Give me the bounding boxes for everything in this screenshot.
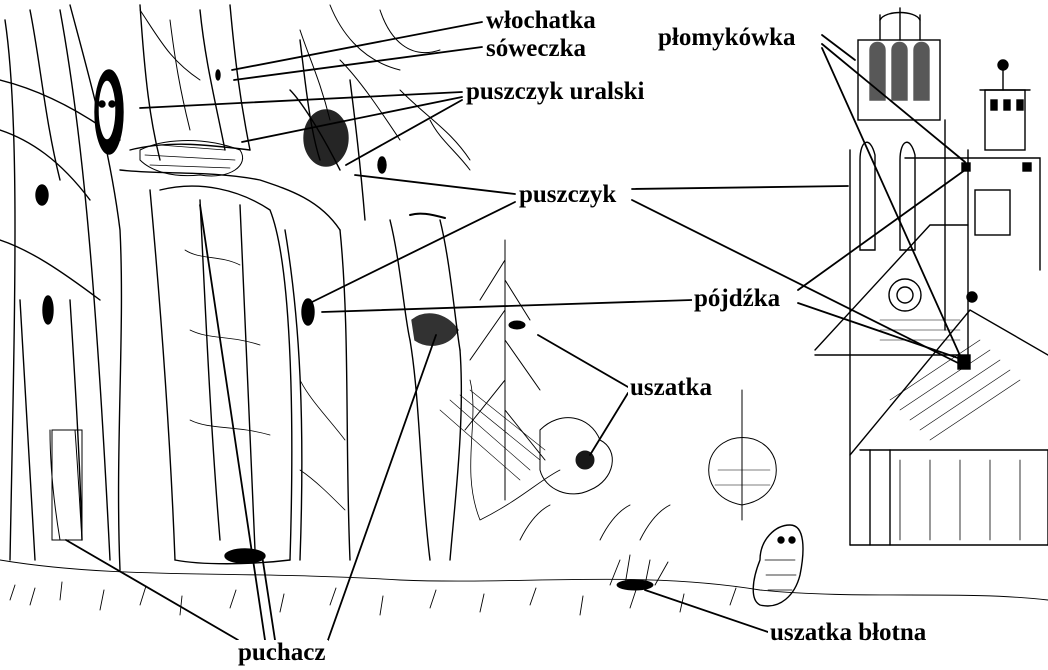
label-puszczyk: puszczyk — [517, 182, 618, 207]
label-uszatka: uszatka — [628, 375, 714, 400]
church-tower — [850, 8, 945, 545]
owl-figure — [753, 525, 803, 606]
broken-stump — [390, 214, 461, 560]
haystack — [709, 390, 776, 520]
label-plomykowka: płomykówka — [656, 25, 798, 50]
label-wlochatka: włochatka — [484, 8, 598, 33]
conifer-and-bushes — [440, 240, 612, 520]
main-trunk — [70, 5, 340, 570]
label-puszczyk-uralski: puszczyk uralski — [464, 79, 647, 104]
label-pojdzka: pójdźka — [692, 286, 782, 311]
label-uszatka-blotna: uszatka błotna — [768, 620, 928, 645]
label-soweczka: sóweczka — [484, 36, 588, 61]
leader-lines — [66, 22, 965, 640]
label-puchacz: puchacz — [236, 640, 328, 665]
central-tree — [150, 186, 292, 564]
ground-grass — [0, 505, 1048, 615]
